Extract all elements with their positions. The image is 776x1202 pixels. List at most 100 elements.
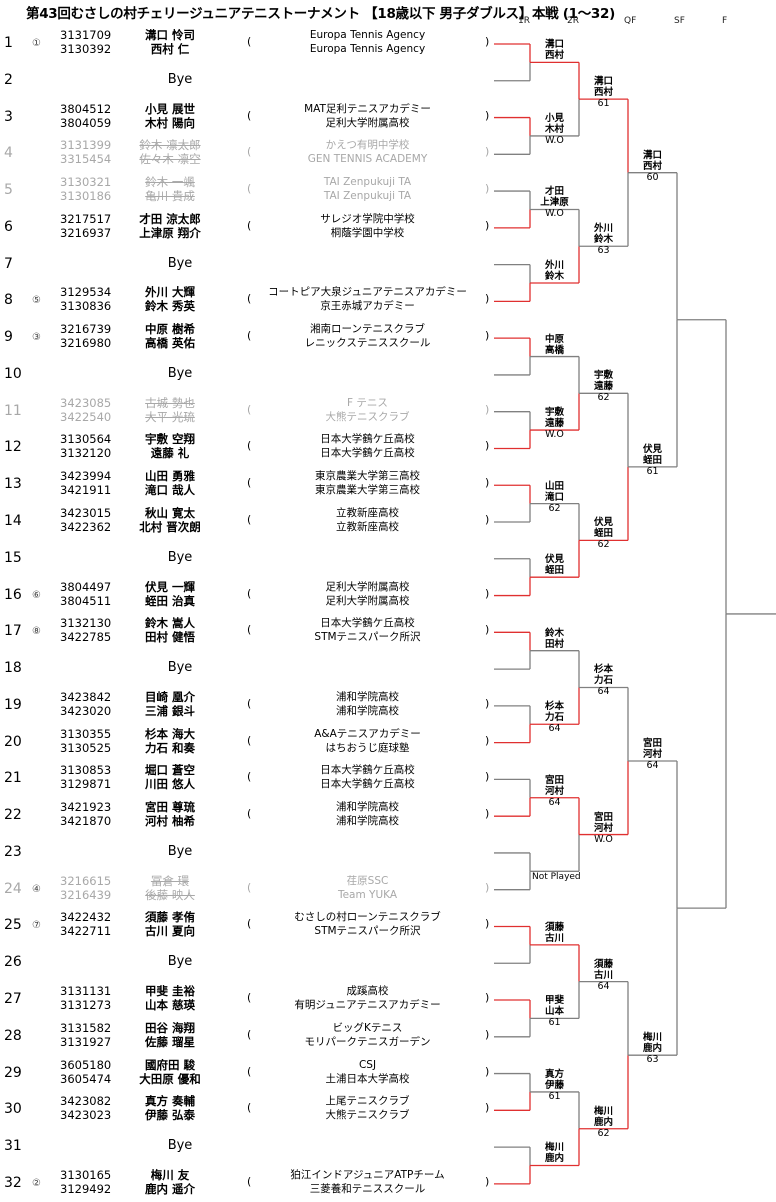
player-names[interactable]: 伏見 一輝蛭田 治真 bbox=[144, 579, 195, 608]
player-names[interactable]: 須藤 孝侑古川 夏向 bbox=[144, 910, 195, 939]
round-header-f: F bbox=[722, 16, 728, 26]
match-result: 須藤古川 bbox=[544, 921, 564, 944]
open-paren: ( bbox=[247, 917, 252, 931]
player-names[interactable]: 鈴木 一颯亀川 貴成 bbox=[145, 175, 195, 204]
draw-number: 10 bbox=[4, 365, 22, 382]
player-names[interactable]: 堀口 蒼空川田 悠人 bbox=[144, 763, 195, 792]
close-paren: ) bbox=[485, 108, 490, 122]
draw-number: 28 bbox=[4, 1027, 22, 1044]
open-paren: ( bbox=[247, 402, 252, 416]
player-names[interactable]: 國府田 駿大田原 優和 bbox=[139, 1057, 201, 1086]
player-names[interactable]: 目崎 凰介三浦 銀斗 bbox=[144, 689, 195, 718]
draw-number: 6 bbox=[4, 218, 13, 235]
draw-number: 7 bbox=[4, 255, 13, 272]
player-names[interactable]: 小見 展世木村 陽向 bbox=[144, 101, 195, 130]
match-result: 溝口西村 bbox=[544, 39, 564, 62]
open-paren: ( bbox=[247, 623, 252, 637]
close-paren: ) bbox=[485, 807, 490, 821]
seed-badge: ⑧ bbox=[32, 626, 41, 638]
draw-number: 4 bbox=[4, 145, 13, 162]
player-names[interactable]: 中原 樹希高橋 英佑 bbox=[144, 322, 195, 351]
open-paren: ( bbox=[247, 1101, 252, 1115]
player-names[interactable]: 冨倉 環後藤 映人 bbox=[145, 873, 195, 902]
player-names[interactable]: 鈴木 凛太郎佐々木 凛空 bbox=[139, 138, 201, 167]
draw-number: 27 bbox=[4, 991, 22, 1008]
draw-number: 19 bbox=[4, 696, 22, 713]
player-names[interactable]: 鈴木 嵩人田村 健悟 bbox=[144, 616, 195, 645]
close-paren: ) bbox=[485, 1174, 490, 1188]
close-paren: ) bbox=[485, 1064, 490, 1078]
draw-number: 11 bbox=[4, 402, 22, 419]
close-paren: ) bbox=[485, 1101, 490, 1115]
draw-number: 1 bbox=[4, 35, 13, 51]
player-names[interactable]: 宮田 尊琉河村 柚希 bbox=[144, 800, 195, 829]
player-clubs: 立教新座高校立教新座高校 bbox=[336, 507, 399, 533]
player-names[interactable]: 溝口 怜司西村 仁 bbox=[144, 28, 195, 56]
player-names[interactable]: 田谷 海翔佐藤 瑠星 bbox=[144, 1020, 195, 1049]
open-paren: ( bbox=[247, 108, 252, 122]
player-names[interactable]: 甲斐 圭裕山本 慈瑛 bbox=[144, 984, 195, 1013]
player-clubs: 狛江インドアジュニアATPチーム三菱養和テニススクール bbox=[290, 1168, 445, 1195]
round-header-1r: 1R bbox=[518, 16, 530, 26]
player-names[interactable]: 真方 奏輔伊藤 弘泰 bbox=[144, 1094, 195, 1123]
player-clubs: MAT足利テニスアカデミー足利大学附属高校 bbox=[304, 102, 431, 129]
player-clubs: 成蹊高校有明ジュニアテニスアカデミー bbox=[294, 985, 441, 1012]
player-names[interactable]: 宇敷 空翔遠藤 礼 bbox=[144, 432, 195, 461]
bye-label: Bye bbox=[167, 71, 193, 87]
close-paren: ) bbox=[485, 880, 490, 894]
close-paren: ) bbox=[485, 35, 490, 48]
player-names[interactable]: 山田 勇雅滝口 哉人 bbox=[144, 469, 195, 498]
bye-label: Bye bbox=[167, 1138, 193, 1154]
draw-number: 26 bbox=[4, 954, 22, 971]
draw-number: 32 bbox=[4, 1174, 22, 1191]
close-paren: ) bbox=[485, 696, 490, 710]
player-names[interactable]: 梅川 友鹿内 遥介 bbox=[144, 1167, 195, 1196]
open-paren: ( bbox=[247, 35, 252, 48]
draw-number: 17 bbox=[4, 623, 22, 640]
player-names[interactable]: 外川 大輝鈴木 秀英 bbox=[144, 285, 195, 314]
draw-number: 9 bbox=[4, 329, 13, 346]
player-names[interactable]: 秋山 寛太北村 晋次朗 bbox=[139, 506, 201, 534]
draw-number: 23 bbox=[4, 843, 22, 860]
player-names[interactable]: 杉本 海大力石 和奏 bbox=[144, 726, 195, 755]
seed-badge: ⑤ bbox=[32, 295, 41, 307]
open-paren: ( bbox=[247, 329, 252, 343]
player-names[interactable]: 才田 涼太郎上津原 翔介 bbox=[139, 211, 201, 240]
match-result: 中原高橋 bbox=[544, 333, 564, 356]
player-names[interactable]: 古城 勢也大平 光琉 bbox=[145, 395, 195, 424]
draw-number: 20 bbox=[4, 733, 22, 750]
draw-number: 29 bbox=[4, 1064, 22, 1081]
